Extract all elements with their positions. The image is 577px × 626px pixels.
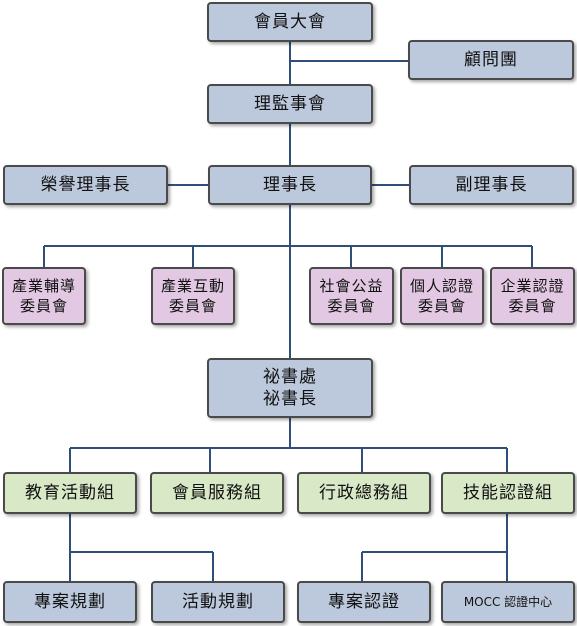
- node-label: 教育活動組: [25, 483, 115, 503]
- node-label: 顧問團: [464, 50, 518, 70]
- node-industry-interaction: 產業互動委員會: [151, 267, 235, 325]
- node-mocc-center: MOCC 認證中心: [441, 581, 575, 623]
- node-label: 會員大會: [254, 12, 326, 32]
- node-label: 榮譽理事長: [40, 175, 131, 195]
- node-vice-chairman: 副理事長: [409, 165, 574, 205]
- node-label: 委員會: [327, 297, 376, 315]
- node-social-welfare: 社會公益委員會: [309, 267, 394, 325]
- node-label: 專案認證: [328, 592, 400, 612]
- node-member-service-group: 會員服務組: [150, 472, 284, 514]
- node-label: 企業認證: [500, 277, 565, 295]
- node-advisory-group: 顧問團: [408, 40, 574, 80]
- node-label: 社會公益: [319, 277, 384, 295]
- node-label: 專案規劃: [34, 592, 106, 612]
- node-label: 祕書處: [263, 367, 317, 387]
- node-label: 產業輔導: [11, 277, 76, 295]
- node-label: 委員會: [19, 297, 68, 315]
- node-label: 會員服務組: [172, 483, 262, 503]
- node-label: 技能認證組: [463, 483, 553, 503]
- node-label: 行政總務組: [319, 483, 409, 503]
- node-admin-group: 行政總務組: [297, 472, 431, 514]
- node-education-group: 教育活動組: [3, 472, 137, 514]
- node-activity-planning: 活動規劃: [151, 581, 285, 623]
- node-enterprise-cert: 企業認證委員會: [490, 267, 575, 325]
- node-label: 產業互動: [160, 277, 225, 295]
- node-label: 理監事會: [254, 94, 326, 114]
- node-label: 祕書長: [263, 389, 317, 409]
- node-honorary-chairman: 榮譽理事長: [3, 165, 168, 205]
- node-chairman: 理事長: [208, 165, 372, 205]
- node-industry-guidance: 產業輔導委員會: [2, 267, 86, 325]
- node-general-assembly: 會員大會: [207, 2, 373, 42]
- node-project-cert: 專案認證: [297, 581, 431, 623]
- node-label: 活動規劃: [182, 592, 254, 612]
- node-label: MOCC 認證中心: [463, 595, 553, 609]
- node-label: 委員會: [168, 297, 217, 315]
- node-label: 委員會: [417, 297, 466, 315]
- node-label: 副理事長: [455, 175, 528, 195]
- node-label: 個人認證: [409, 277, 474, 295]
- node-label: 理事長: [263, 175, 317, 195]
- node-project-planning: 專案規劃: [3, 581, 137, 623]
- node-individual-cert: 個人認證委員會: [400, 267, 484, 325]
- node-secretariat: 祕書處祕書長: [207, 358, 373, 418]
- node-skill-cert-group: 技能認證組: [441, 472, 575, 514]
- node-label: 委員會: [508, 297, 557, 315]
- node-board-meeting: 理監事會: [207, 84, 373, 124]
